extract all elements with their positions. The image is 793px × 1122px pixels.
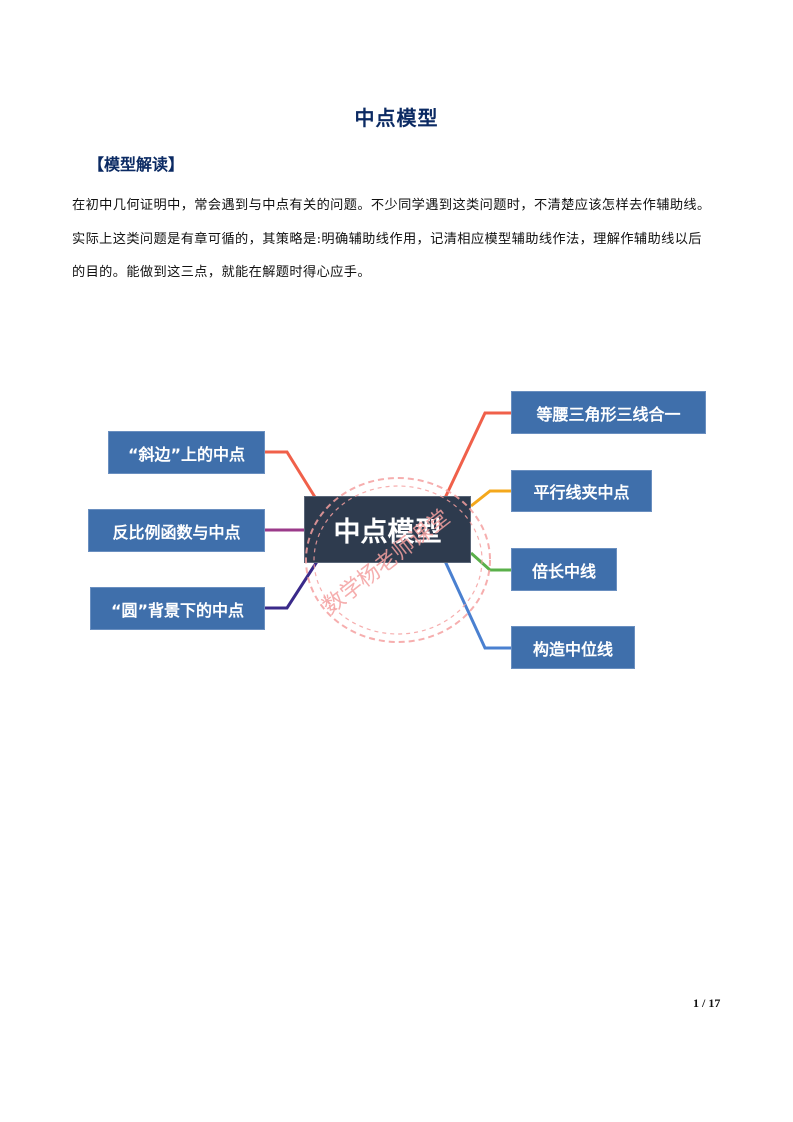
node-isosceles-three-lines: 等腰三角形三线合一 [511, 391, 706, 434]
node-center: 中点模型 [304, 496, 471, 563]
node-parallel-lines-midpoint: 平行线夹中点 [511, 470, 652, 512]
node-hypotenuse-midpoint: “斜边”上的中点 [108, 431, 265, 474]
node-midline-construction: 构造中位线 [511, 626, 635, 669]
paragraph-line-2: 实际上这类问题是有章可循的，其策略是:明确辅助线作用，记清相应模型辅助线作法，理… [72, 232, 702, 247]
paragraph-line-3: 的目的。能做到这三点，就能在解题时得心应手。 [72, 265, 371, 280]
node-double-median: 倍长中线 [511, 548, 617, 591]
section-heading: 【模型解读】 [88, 155, 185, 174]
page-number: 1 / 17 [693, 996, 721, 1010]
paragraph-line-1: 在初中几何证明中，常会遇到与中点有关的问题。不少同学遇到这类问题时，不清楚应该怎… [72, 198, 711, 213]
node-inverse-function-midpoint: 反比例函数与中点 [88, 509, 265, 552]
node-circle-midpoint: “圆”背景下的中点 [90, 587, 265, 630]
page-title: 中点模型 [354, 106, 439, 130]
